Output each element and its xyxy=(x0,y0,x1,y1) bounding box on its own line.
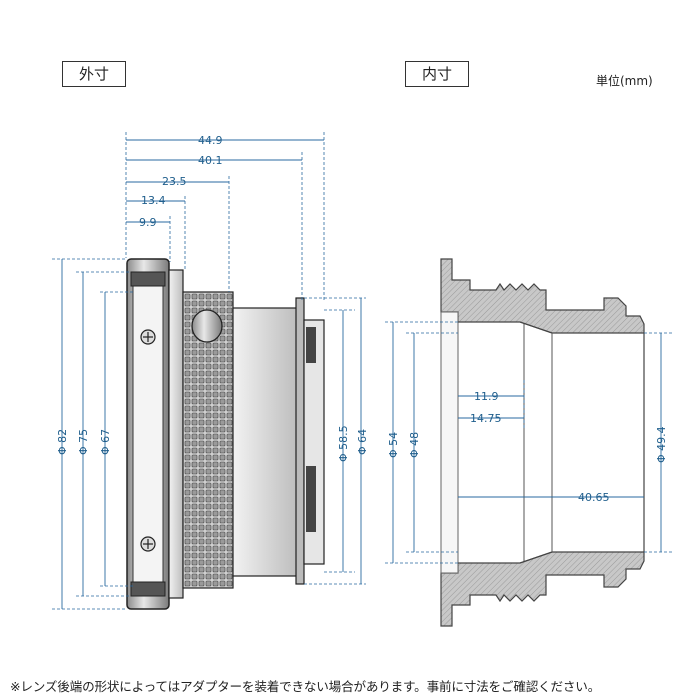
dim-dia-82: Φ 82 xyxy=(56,429,69,455)
dim-length-9-9: 9.9 xyxy=(139,216,157,229)
footnote: ※レンズ後端の形状によってはアダプターを装着できない場合があります。事前に寸法を… xyxy=(10,679,601,694)
dim-length-14-75: 14.75 xyxy=(470,412,502,425)
dim-dia-67: Φ 67 xyxy=(99,429,112,455)
dim-dia-49-4: Φ 49.4 xyxy=(655,426,668,463)
dim-length-13-4: 13.4 xyxy=(141,194,166,207)
screw-top-icon xyxy=(140,329,156,345)
dim-length-40-65: 40.65 xyxy=(578,491,610,504)
inner-section-view xyxy=(440,258,645,627)
inner-dimensions: 11.9 14.75 40.65 Φ 54 Φ 48 Φ 49.4 xyxy=(385,321,672,564)
dim-dia-54: Φ 54 xyxy=(387,432,400,458)
inner-dimensions-label: 内寸 xyxy=(405,61,469,87)
dim-dia-58-5: Φ 58.5 xyxy=(337,425,350,462)
dim-length-44-9: 44.9 xyxy=(198,134,223,147)
dim-length-40-1: 40.1 xyxy=(198,154,223,167)
outer-horizontal-dimensions: 44.9 40.1 23.5 13.4 9.9 xyxy=(125,132,325,300)
outer-view xyxy=(126,258,325,610)
dim-dia-64: Φ 64 xyxy=(356,429,369,455)
outer-vertical-dimensions-right: Φ 58.5 Φ 64 xyxy=(304,297,369,585)
dim-length-23-5: 23.5 xyxy=(162,175,187,188)
outer-vertical-dimensions-left: Φ 82 Φ 75 Φ 67 xyxy=(52,258,133,610)
mount-collar xyxy=(168,269,184,599)
unit-label: 単位(mm) xyxy=(596,74,653,88)
dim-dia-48: Φ 48 xyxy=(408,432,421,458)
lock-knob-icon xyxy=(191,309,223,343)
dim-dia-75: Φ 75 xyxy=(77,429,90,455)
dim-length-11-9: 11.9 xyxy=(474,390,499,403)
outer-dimensions-label: 外寸 xyxy=(62,61,126,87)
rear-body xyxy=(232,307,299,577)
rear-flange xyxy=(295,297,305,585)
screw-bottom-icon xyxy=(140,536,156,552)
